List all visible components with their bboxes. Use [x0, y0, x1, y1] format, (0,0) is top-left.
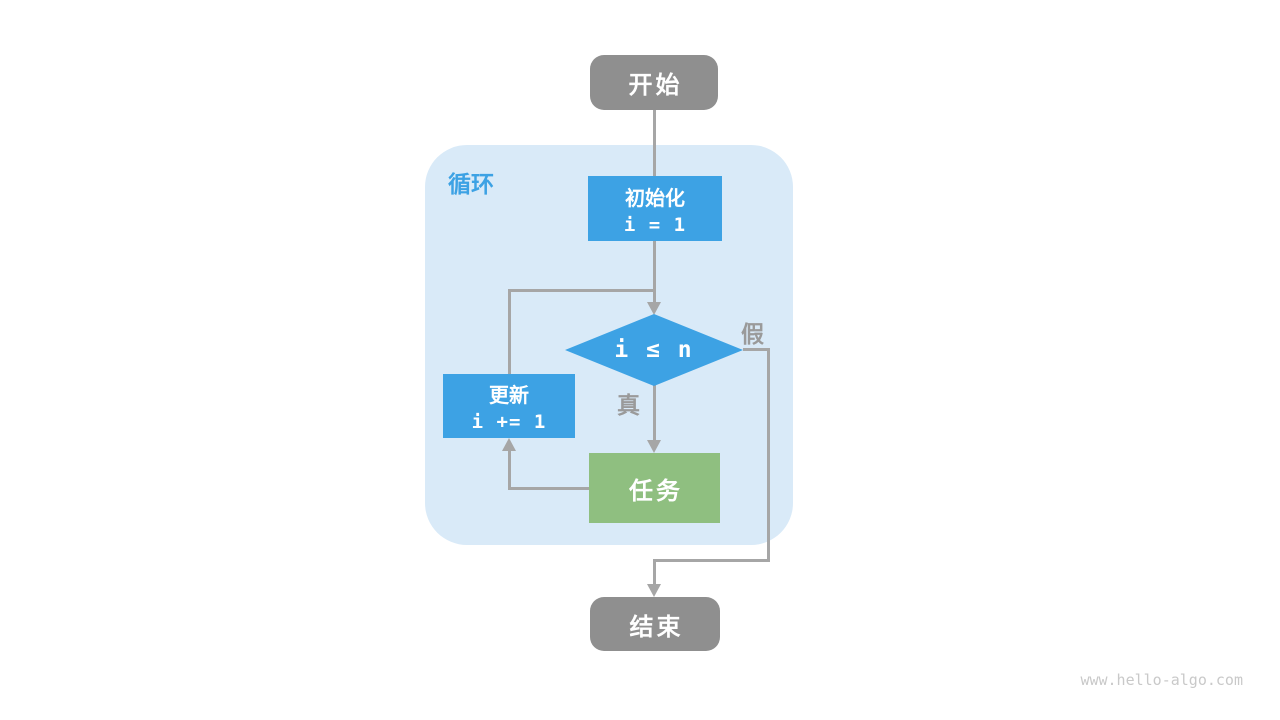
update-node: 更新 i += 1 — [443, 374, 575, 438]
init-node-title: 初始化 — [625, 187, 685, 210]
condition-label: i ≤ n — [614, 337, 694, 363]
edge-into-end-segment — [653, 559, 656, 587]
loop-region-label: 循环 — [448, 171, 494, 197]
arrowhead-into-task — [647, 440, 661, 453]
edge-update-merge-segment — [508, 289, 656, 292]
init-node-code: i = 1 — [623, 213, 687, 236]
update-node-code: i += 1 — [471, 411, 547, 433]
edge-condition-false-right-segment — [743, 348, 770, 351]
task-node: 任务 — [589, 453, 720, 523]
edge-task-to-update-segment — [508, 450, 511, 490]
watermark: www.hello-algo.com — [1080, 671, 1243, 689]
init-node: 初始化 i = 1 — [588, 176, 722, 241]
task-node-label: 任务 — [629, 477, 683, 505]
arrowhead-into-condition — [647, 302, 661, 315]
arrowhead-into-update — [502, 438, 516, 451]
edge-task-left-segment — [508, 487, 590, 490]
end-node-label: 结束 — [629, 613, 684, 641]
start-node-label: 开始 — [628, 72, 683, 99]
true-branch-label: 真 — [617, 392, 640, 418]
false-branch-label: 假 — [741, 321, 764, 347]
edge-update-up-segment — [508, 289, 511, 374]
arrowhead-into-end — [647, 584, 661, 597]
edge-false-down-segment — [767, 348, 770, 562]
edge-condition-true-to-task — [653, 385, 656, 443]
update-node-title: 更新 — [489, 385, 529, 407]
start-node: 开始 — [590, 55, 718, 110]
end-node: 结束 — [590, 597, 720, 651]
edge-false-left-segment — [653, 559, 770, 562]
